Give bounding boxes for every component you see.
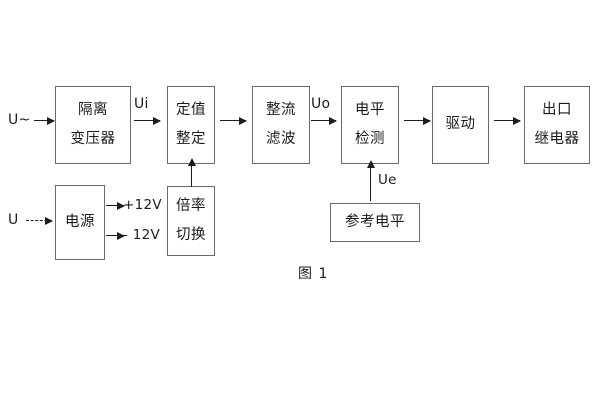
block-setting-value-line-2: 整定 bbox=[176, 130, 206, 147]
block-level-detection: 电平 检测 bbox=[341, 86, 399, 164]
arrow-isolation-transformer-to-setting-value bbox=[134, 116, 161, 125]
uo-signal-label: Uo bbox=[311, 96, 331, 112]
block-drive: 驱动 bbox=[432, 86, 489, 164]
figure-caption: 图 1 bbox=[298, 266, 329, 282]
block-setting-value-line-1: 定值 bbox=[176, 102, 206, 119]
dc-input-label: U bbox=[8, 212, 19, 228]
block-rectify-filter-line-1: 整流 bbox=[266, 102, 296, 119]
block-isolation-transformer: 隔离 变压器 bbox=[55, 86, 131, 164]
block-level-detection-line-1: 电平 bbox=[355, 102, 385, 119]
arrow-level-detection-to-drive bbox=[404, 116, 431, 125]
arrow-power-supply-negative-rail bbox=[106, 231, 125, 240]
block-power-supply-line-1: 电源 bbox=[65, 213, 95, 230]
ac-input-label: U~ bbox=[8, 112, 31, 128]
block-drive-line-1: 驱动 bbox=[445, 116, 476, 133]
ui-signal-label: Ui bbox=[134, 96, 149, 112]
block-power-supply: 电源 bbox=[55, 185, 105, 260]
block-multiplier-switch: 倍率 切换 bbox=[167, 186, 215, 256]
arrow-power-supply-positive-rail bbox=[106, 201, 125, 210]
block-multiplier-switch-line-2: 切换 bbox=[176, 226, 206, 243]
arrow-multiplier-switch-to-setting-value bbox=[187, 158, 196, 187]
negative-rail-label: - 12V bbox=[123, 227, 161, 243]
block-reference-level: 参考电平 bbox=[330, 203, 420, 242]
block-rectify-filter-line-2: 滤波 bbox=[266, 130, 296, 147]
block-reference-level-line-1: 参考电平 bbox=[345, 213, 405, 230]
arrow-rectify-filter-to-level-detection bbox=[311, 116, 337, 125]
block-multiplier-switch-line-1: 倍率 bbox=[176, 198, 206, 215]
arrow-dc-input-to-power-supply bbox=[26, 216, 53, 225]
ue-signal-label: Ue bbox=[378, 172, 397, 188]
arrow-setting-value-to-rectify-filter bbox=[220, 116, 247, 125]
arrow-ac-input-to-isolation-transformer bbox=[34, 116, 55, 125]
block-output-relay-line-2: 继电器 bbox=[534, 130, 580, 147]
block-rectify-filter: 整流 滤波 bbox=[252, 86, 310, 164]
block-level-detection-line-2: 检测 bbox=[355, 130, 385, 147]
arrow-reference-level-to-level-detection bbox=[366, 160, 375, 201]
block-isolation-transformer-line-1: 隔离 bbox=[78, 102, 108, 119]
positive-rail-label: +12V bbox=[123, 197, 162, 213]
block-isolation-transformer-line-2: 变压器 bbox=[70, 130, 116, 147]
block-output-relay-line-1: 出口 bbox=[542, 102, 572, 119]
block-output-relay: 出口 继电器 bbox=[524, 86, 590, 164]
block-setting-value: 定值 整定 bbox=[167, 86, 215, 164]
arrow-drive-to-output-relay bbox=[494, 116, 521, 125]
